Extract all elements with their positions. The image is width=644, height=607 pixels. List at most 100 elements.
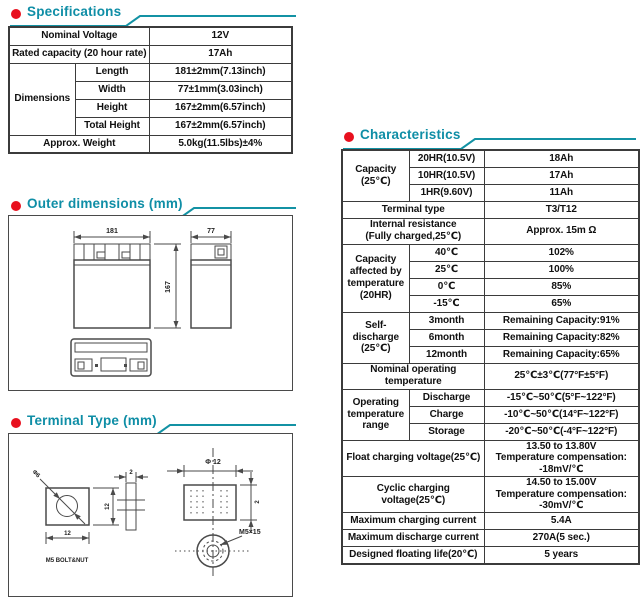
height-label: 167 (165, 281, 172, 293)
spec-label: Nominal Voltage (8, 26, 150, 46)
spec-row-weight: Approx. Weight 5.0kg(11.5lbs)±4% (8, 134, 293, 154)
char-value: 85% (483, 277, 640, 296)
side-width-label: 77 (207, 228, 215, 235)
char-row: Capacity (25℃) 20HR(10.5V) 18Ah (341, 149, 640, 202)
char-row: 6month Remaining Capacity:82% (342, 328, 640, 347)
char-value: -10℃~50℃(14°F~122°F) (483, 405, 640, 424)
char-row: Internal resistance (Fully charged,25℃) … (341, 217, 640, 245)
char-sublabel: 25℃ (408, 260, 485, 279)
char-value: -15℃~50℃(5°F~122°F) (483, 388, 640, 407)
capacity-label: Capacity (25℃) (341, 149, 410, 202)
char-value: Remaining Capacity:82% (483, 328, 640, 347)
spec-value: 181±2mm(7.13inch) (148, 62, 293, 82)
spec-value: 5.0kg(11.5lbs)±4% (148, 134, 293, 154)
spec-sublabel: Length (74, 62, 150, 82)
terminal-type-diagram: Φ6 12 M5 BOLT&NUT 12 2 Φ 12 (8, 433, 293, 597)
red-bullet-icon (11, 9, 21, 19)
bolt-nut-label: M5 BOLT&NUT (46, 558, 89, 564)
spec-label: Rated capacity (20 hour rate) (8, 44, 150, 64)
char-row: 25℃ 100% (342, 260, 640, 279)
red-bullet-icon (11, 201, 21, 211)
char-row: Terminal type T3/T12 (341, 200, 640, 219)
char-value: 5 years (483, 546, 640, 565)
red-bullet-icon (11, 418, 21, 428)
terminal-type-title: Terminal Type (mm) (27, 413, 157, 428)
char-row: Maximum discharge current 270A(5 sec.) (341, 529, 640, 548)
spec-sublabel: Height (74, 98, 150, 118)
specifications-table: Nominal Voltage 12V Rated capacity (20 h… (8, 26, 294, 154)
float-charging-label: Float charging voltage(25℃) (341, 439, 485, 477)
char-sublabel: 10HR(10.5V) (408, 166, 485, 185)
spec-value: 17Ah (148, 44, 293, 64)
char-sublabel: 20HR(10.5V) (408, 149, 485, 168)
char-sublabel: 12month (408, 345, 485, 364)
terminal-type-label: Terminal type (341, 200, 485, 219)
plate-width-label: 12 (64, 531, 71, 537)
self-discharge-label: Self-discharge (25℃) (341, 311, 410, 364)
terminal-drawing: Φ6 12 M5 BOLT&NUT 12 2 Φ 12 (31, 448, 261, 578)
spec-value: 77±1mm(3.03inch) (148, 80, 293, 100)
red-bullet-icon (344, 132, 354, 142)
char-value: T3/T12 (483, 200, 640, 219)
nut-thickness-label: 2 (255, 500, 261, 504)
char-sublabel: 1HR(9.60V) (408, 183, 485, 202)
spec-dimensions-label: Dimensions (8, 62, 76, 136)
char-value: 14.50 to 15.00V Temperature compensation… (483, 475, 640, 514)
char-row: -15℃ 65% (342, 294, 640, 313)
char-value: Remaining Capacity:65% (483, 345, 640, 364)
capacity-temp-label: Capacity affected by temperature (20HR) (341, 243, 410, 313)
spec-sublabel: Total Height (74, 116, 150, 136)
char-sublabel: 0℃ (408, 277, 485, 296)
specifications-title: Specifications (27, 4, 122, 19)
char-row: Operating temperature range Discharge -1… (341, 388, 640, 441)
char-sublabel: -15℃ (408, 294, 485, 313)
front-width-label: 181 (106, 228, 118, 235)
char-sublabel: 6month (408, 328, 485, 347)
char-row: Nominal operating temperature 25℃±3℃(77°… (341, 362, 640, 390)
char-value: 25℃±3℃(77°F±5°F) (483, 362, 640, 390)
char-row: Capacity affected by temperature (20HR) … (341, 243, 640, 313)
char-row: Cyclic charging voltage(25℃) 14.50 to 15… (341, 475, 640, 514)
char-sublabel: 3month (408, 311, 485, 330)
outer-dimensions-title: Outer dimensions (mm) (27, 196, 183, 211)
spec-row-length: Dimensions Length 181±2mm(7.13inch) (8, 62, 293, 136)
op-temp-range-label: Operating temperature range (341, 388, 410, 441)
char-row: Designed floating life(20℃) 5 years (341, 546, 640, 565)
spec-value: 167±2mm(6.57inch) (148, 116, 293, 136)
char-value: 11Ah (483, 183, 640, 202)
char-row: 10HR(10.5V) 17Ah (342, 166, 640, 185)
char-value: 13.50 to 13.80V Temperature compensation… (483, 439, 640, 477)
char-value: 270A(5 sec.) (483, 529, 640, 548)
max-discharge-current-label: Maximum discharge current (341, 529, 485, 548)
nominal-temp-label: Nominal operating temperature (341, 362, 485, 390)
spec-label: Approx. Weight (8, 134, 150, 154)
plate-thickness-label: 2 (129, 470, 133, 476)
characteristics-title: Characteristics (360, 127, 461, 142)
char-sublabel: Storage (408, 422, 485, 441)
char-row: Float charging voltage(25℃) 13.50 to 13.… (341, 439, 640, 477)
characteristics-table: Capacity (25℃) 20HR(10.5V) 18Ah 10HR(10.… (341, 149, 640, 565)
spec-row-total-height: Total Height 167±2mm(6.57inch) (9, 116, 293, 136)
spec-row-voltage: Nominal Voltage 12V (8, 26, 293, 46)
char-sublabel: Charge (408, 405, 485, 424)
char-value: 65% (483, 294, 640, 313)
char-value: 102% (483, 243, 640, 262)
spec-sublabel: Width (74, 80, 150, 100)
char-row: 1HR(9.60V) 11Ah (342, 183, 640, 202)
char-value: Approx. 15m Ω (483, 217, 640, 245)
max-charging-current-label: Maximum charging current (341, 512, 485, 531)
char-value: -20℃~50℃(-4°F~122°F) (483, 422, 640, 441)
battery-dimension-drawing: 181 167 77 (70, 228, 232, 377)
spec-row-width: Width 77±1mm(3.03inch) (9, 80, 293, 100)
char-value: 100% (483, 260, 640, 279)
char-row: 12month Remaining Capacity:65% (342, 345, 640, 364)
floating-life-label: Designed floating life(20℃) (341, 546, 485, 565)
screw-spec-label: M5×15 (239, 529, 261, 536)
spec-value: 167±2mm(6.57inch) (148, 98, 293, 118)
char-value: Remaining Capacity:91% (483, 311, 640, 330)
spec-value: 12V (148, 26, 293, 46)
char-value: 17Ah (483, 166, 640, 185)
cyclic-charging-label: Cyclic charging voltage(25℃) (341, 475, 485, 514)
internal-resistance-label: Internal resistance (Fully charged,25℃) (341, 217, 485, 245)
